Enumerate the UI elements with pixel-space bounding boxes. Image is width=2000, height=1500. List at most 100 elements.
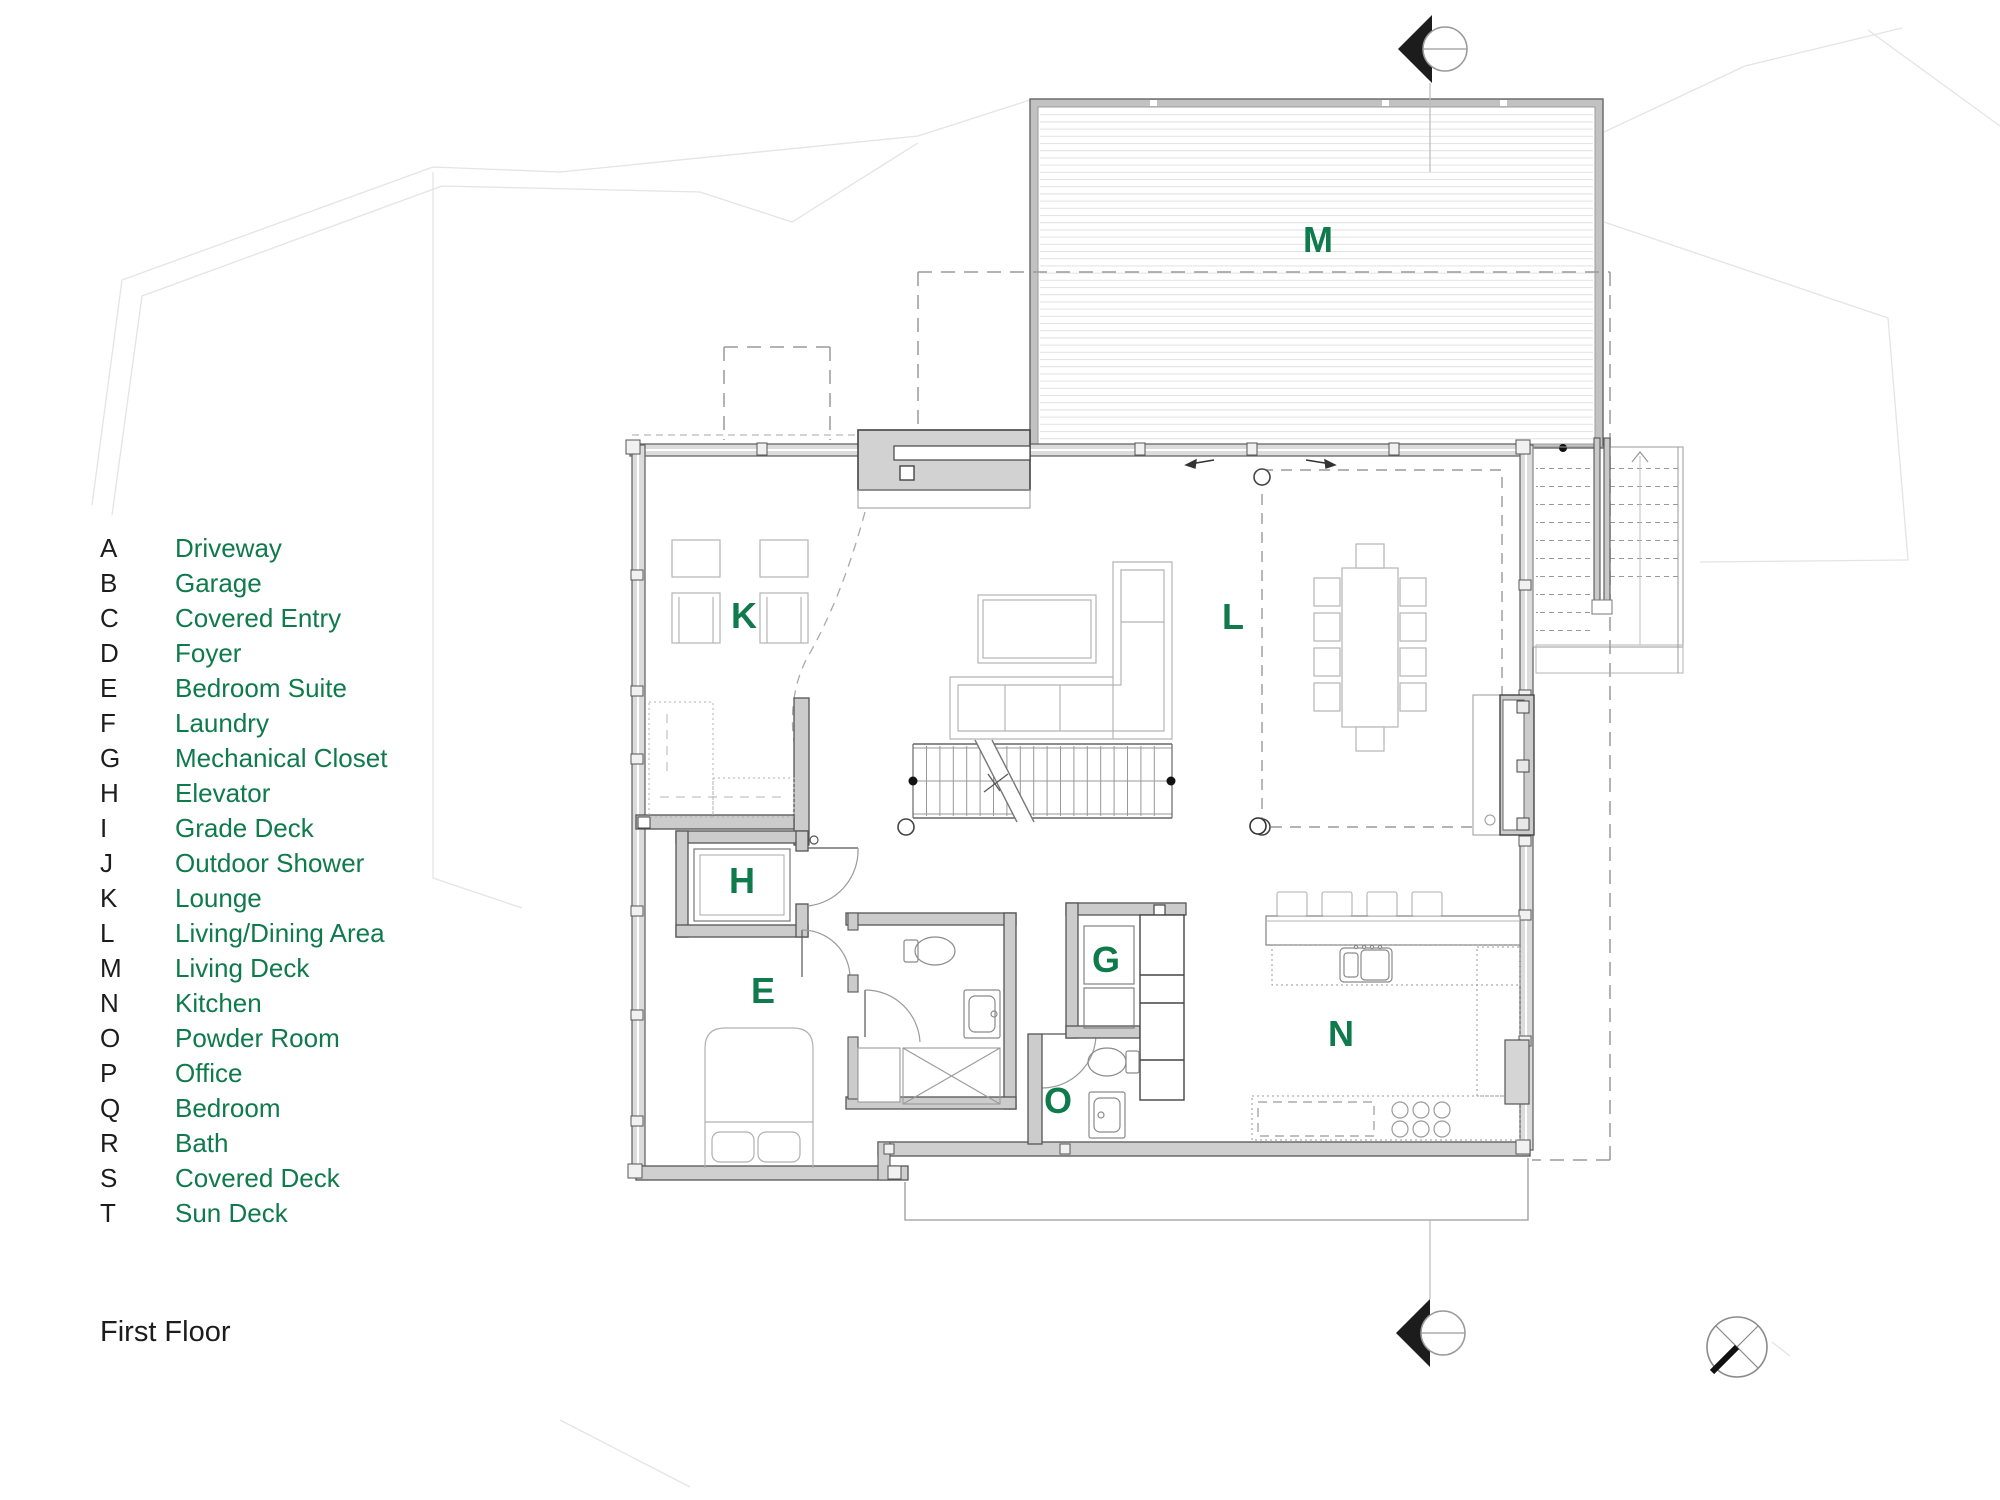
window-seat bbox=[1472, 694, 1535, 836]
legend-label: Sun Deck bbox=[175, 1198, 288, 1228]
legend-label: Lounge bbox=[175, 883, 262, 913]
patio-outline bbox=[904, 1158, 1529, 1221]
legend-key: E bbox=[100, 673, 118, 703]
legend-label: Mechanical Closet bbox=[175, 743, 388, 773]
legend-key: A bbox=[100, 533, 118, 563]
dishwasher-dashed bbox=[1257, 1101, 1375, 1137]
sectional-sofa bbox=[949, 561, 1173, 740]
kitchen bbox=[1251, 891, 1530, 1141]
legend-label: Covered Deck bbox=[175, 1163, 340, 1193]
legend-label: Outdoor Shower bbox=[175, 848, 365, 878]
legend-row: K Lounge bbox=[100, 881, 387, 916]
room-legend: A Driveway B Garage C Covered Entry D Fo… bbox=[100, 531, 387, 1231]
legend-key: F bbox=[100, 708, 116, 738]
floor-finish-dashed-curve bbox=[791, 511, 866, 773]
living-deck bbox=[1029, 98, 1604, 452]
bath-sink bbox=[963, 989, 1001, 1039]
side-counter bbox=[1476, 946, 1521, 1097]
legend-key: I bbox=[100, 813, 108, 843]
central-stair bbox=[908, 739, 1267, 835]
legend-label: Living Deck bbox=[175, 953, 310, 983]
legend-label: Kitchen bbox=[175, 988, 262, 1018]
legend-row: T Sun Deck bbox=[100, 1196, 387, 1231]
dining-table-set bbox=[1313, 543, 1427, 752]
bath-cabinet bbox=[857, 1047, 901, 1103]
legend-label: Bedroom bbox=[175, 1093, 281, 1123]
legend-key: Q bbox=[100, 1093, 121, 1123]
legend-label: Covered Entry bbox=[175, 603, 342, 633]
room-label-living-deck: M bbox=[1303, 219, 1333, 260]
deck-edge-joint bbox=[1382, 100, 1389, 106]
legend-key: K bbox=[100, 883, 118, 913]
elevator bbox=[675, 830, 819, 938]
legend-row: M Living Deck bbox=[100, 951, 387, 986]
appliance bbox=[1504, 1039, 1530, 1105]
coffee-table bbox=[977, 594, 1097, 664]
deck-edge-joint bbox=[1150, 100, 1157, 106]
lounge-chairs bbox=[671, 539, 809, 644]
legend-key: T bbox=[100, 1198, 116, 1228]
legend-key: C bbox=[100, 603, 119, 633]
legend-label: Foyer bbox=[175, 638, 242, 668]
legend-key: M bbox=[100, 953, 122, 983]
legend-label: Powder Room bbox=[175, 1023, 340, 1053]
kitchen-sink bbox=[1339, 944, 1393, 983]
sliding-door-arrows bbox=[1184, 458, 1337, 469]
room-label-mechanical-closet: G bbox=[1091, 939, 1121, 980]
legend-label: Grade Deck bbox=[175, 813, 314, 843]
legend-row: F Laundry bbox=[100, 706, 387, 741]
cooktop bbox=[1391, 1101, 1451, 1138]
toilet bbox=[1087, 1047, 1140, 1077]
shelving bbox=[1139, 914, 1185, 1101]
drawing-title: First Floor bbox=[100, 1316, 231, 1348]
door-swings bbox=[801, 847, 1097, 1089]
room-label-powder-room: O bbox=[1043, 1080, 1073, 1121]
legend-row: D Foyer bbox=[100, 636, 387, 671]
legend-label: Bedroom Suite bbox=[175, 673, 347, 703]
legend-label: Living/Dining Area bbox=[175, 918, 385, 948]
exterior-stair bbox=[1532, 437, 1684, 674]
north-arrow-icon bbox=[1706, 1316, 1768, 1378]
legend-key: N bbox=[100, 988, 119, 1018]
legend-row: Q Bedroom bbox=[100, 1091, 387, 1126]
legend-label: Office bbox=[175, 1058, 243, 1088]
bedroom-south-wall bbox=[635, 1165, 909, 1181]
legend-row: S Covered Deck bbox=[100, 1161, 387, 1196]
main-south-wall bbox=[877, 1141, 1531, 1157]
legend-row: G Mechanical Closet bbox=[100, 741, 387, 776]
legend-label: Garage bbox=[175, 568, 262, 598]
shower bbox=[902, 1047, 1001, 1105]
island-counter bbox=[1271, 944, 1521, 986]
room-label-kitchen: N bbox=[1328, 1013, 1354, 1054]
legend-row: C Covered Entry bbox=[100, 601, 387, 636]
bath-ensuite bbox=[845, 912, 1017, 1110]
toilet bbox=[903, 936, 956, 966]
bar-stools bbox=[1276, 891, 1443, 917]
ceiling-opening-dashed bbox=[1261, 469, 1503, 828]
legend-row: R Bath bbox=[100, 1126, 387, 1161]
mechanical-closet bbox=[1065, 902, 1187, 1101]
legend-label: Bath bbox=[175, 1128, 229, 1158]
site-contour-lines bbox=[91, 27, 2000, 1488]
legend-row: I Grade Deck bbox=[100, 811, 387, 846]
legend-key: R bbox=[100, 1128, 119, 1158]
room-label-lounge: K bbox=[731, 595, 757, 636]
section-marker-bottom bbox=[1396, 1220, 1466, 1367]
legend-row: E Bedroom Suite bbox=[100, 671, 387, 706]
room-label-living-dining: L bbox=[1222, 596, 1244, 637]
legend-key: G bbox=[100, 743, 121, 773]
legend-row: A Driveway bbox=[100, 531, 387, 566]
legend-row: N Kitchen bbox=[100, 986, 387, 1021]
room-label-bedroom-suite: E bbox=[750, 970, 776, 1011]
pantry-closet bbox=[635, 697, 810, 846]
deck-edge-joint bbox=[1500, 100, 1507, 106]
legend-key: S bbox=[100, 1163, 118, 1193]
legend-key: D bbox=[100, 638, 119, 668]
legend-row: B Garage bbox=[100, 566, 387, 601]
legend-row: J Outdoor Shower bbox=[100, 846, 387, 881]
section-marker-top bbox=[1398, 15, 1468, 172]
powder-sink bbox=[1088, 1091, 1126, 1139]
entry-fireplace-block bbox=[857, 429, 1031, 509]
legend-label: Driveway bbox=[175, 533, 282, 563]
